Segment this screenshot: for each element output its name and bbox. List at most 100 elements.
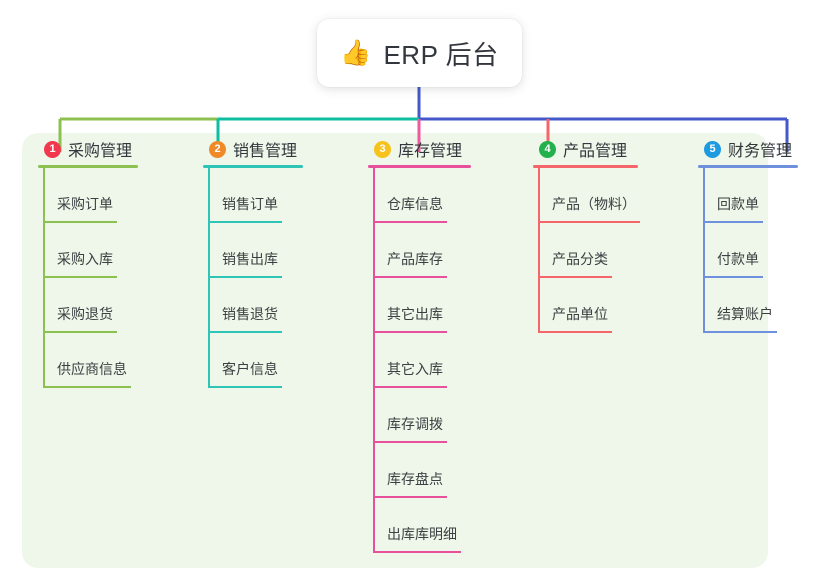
branch-item-label: 产品（物料） <box>552 196 636 212</box>
thumbs-up-icon: 👍 <box>340 38 372 67</box>
branch-item[interactable]: 采购入库 <box>43 223 193 278</box>
branch-item-list: 回款单付款单结算账户 <box>703 168 839 333</box>
branch-item-underline <box>703 276 763 278</box>
branch-spine <box>538 168 540 333</box>
branch-item[interactable]: 其它出库 <box>373 278 523 333</box>
branch-item-list: 采购订单采购入库采购退货供应商信息 <box>43 168 193 388</box>
branch-spine <box>703 168 705 333</box>
branch-columns: 1 采购管理采购订单采购入库采购退货供应商信息 2 销售管理销售订单销售出库销售退货客… <box>22 133 798 568</box>
branch-number-badge: 1 <box>44 140 61 158</box>
branch-item[interactable]: 销售订单 <box>208 168 358 223</box>
branch-item-list: 产品（物料） 产品分类产品单位 <box>538 168 688 333</box>
branch-header-5[interactable]: 5 财务管理 <box>693 133 839 165</box>
branch-item-label: 出库库明细 <box>387 526 457 542</box>
branch-item[interactable]: 产品单位 <box>538 278 688 333</box>
branch-column-5: 5 财务管理回款单付款单结算账户 <box>693 133 839 333</box>
branch-title: 采购管理 <box>68 143 133 160</box>
root-title: ERP 后台 <box>383 39 499 70</box>
branch-item-label: 客户信息 <box>222 361 278 377</box>
branch-item-underline <box>703 331 777 333</box>
branch-item-list: 仓库信息产品库存其它出库其它入库库存调拨库存盘点出库库明细 <box>373 168 523 553</box>
branch-item-underline <box>538 276 612 278</box>
branch-item-label: 仓库信息 <box>387 196 443 212</box>
branch-item-label: 产品单位 <box>552 306 608 322</box>
branch-column-2: 2 销售管理销售订单销售出库销售退货客户信息 <box>198 133 358 388</box>
branch-item[interactable]: 产品分类 <box>538 223 688 278</box>
content-panel <box>22 133 768 568</box>
branch-item[interactable]: 库存盘点 <box>373 443 523 498</box>
branch-item-label: 其它出库 <box>387 306 443 322</box>
branch-item-underline <box>208 276 282 278</box>
branch-item-list: 销售订单销售出库销售退货客户信息 <box>208 168 358 388</box>
branch-rule <box>698 165 798 168</box>
branch-number-badge: 4 <box>539 140 556 158</box>
branch-number-badge: 3 <box>374 140 391 158</box>
branch-item-underline <box>373 331 447 333</box>
branch-title: 财务管理 <box>728 143 793 160</box>
branch-item-label: 结算账户 <box>717 306 773 322</box>
branch-item-label: 供应商信息 <box>57 361 127 377</box>
branch-rule <box>533 165 638 168</box>
branch-item-label: 采购退货 <box>57 306 113 322</box>
branch-item-label: 采购入库 <box>57 251 113 267</box>
branch-item[interactable]: 客户信息 <box>208 333 358 388</box>
branch-item-underline <box>208 331 282 333</box>
branch-column-1: 1 采购管理采购订单采购入库采购退货供应商信息 <box>33 133 193 388</box>
branch-item-label: 库存调拨 <box>387 416 443 432</box>
branch-item-label: 销售订单 <box>222 196 278 212</box>
branch-spine <box>208 168 210 388</box>
root-title-card[interactable]: 👍 ERP 后台 <box>317 19 522 87</box>
branch-number-badge: 2 <box>209 140 226 158</box>
branch-item-underline <box>43 221 117 223</box>
branch-title: 产品管理 <box>563 143 628 160</box>
branch-item-label: 采购订单 <box>57 196 113 212</box>
branch-item[interactable]: 销售退货 <box>208 278 358 333</box>
branch-item[interactable]: 付款单 <box>703 223 839 278</box>
branch-item[interactable]: 结算账户 <box>703 278 839 333</box>
branch-item-underline <box>373 441 447 443</box>
branch-rule <box>203 165 303 168</box>
branch-item-underline <box>373 386 447 388</box>
branch-header-2[interactable]: 2 销售管理 <box>198 133 358 165</box>
branch-item[interactable]: 出库库明细 <box>373 498 523 553</box>
branch-header-4[interactable]: 4 产品管理 <box>528 133 688 165</box>
branch-item[interactable]: 供应商信息 <box>43 333 193 388</box>
branch-item[interactable]: 回款单 <box>703 168 839 223</box>
branch-item-label: 付款单 <box>717 251 759 267</box>
branch-item-underline <box>538 331 612 333</box>
branch-item-underline <box>43 276 117 278</box>
branch-rule <box>368 165 471 168</box>
branch-header-3[interactable]: 3 库存管理 <box>363 133 523 165</box>
branch-item-label: 产品分类 <box>552 251 608 267</box>
branch-spine <box>43 168 45 388</box>
branch-title: 销售管理 <box>233 143 298 160</box>
branch-item-label: 产品库存 <box>387 251 443 267</box>
branch-item-underline <box>43 331 117 333</box>
branch-item-underline <box>43 386 131 388</box>
branch-header-1[interactable]: 1 采购管理 <box>33 133 193 165</box>
branch-item-underline <box>373 221 447 223</box>
branch-item-label: 销售退货 <box>222 306 278 322</box>
branch-item-underline <box>373 496 447 498</box>
branch-item-label: 其它入库 <box>387 361 443 377</box>
branch-item[interactable]: 其它入库 <box>373 333 523 388</box>
branch-title: 库存管理 <box>398 143 463 160</box>
branch-item[interactable]: 采购订单 <box>43 168 193 223</box>
branch-item[interactable]: 产品（物料） <box>538 168 688 223</box>
branch-item-label: 销售出库 <box>222 251 278 267</box>
branch-item[interactable]: 产品库存 <box>373 223 523 278</box>
branch-number-badge: 5 <box>704 140 721 158</box>
branch-rule <box>38 165 138 168</box>
branch-item-underline <box>703 221 763 223</box>
branch-item[interactable]: 采购退货 <box>43 278 193 333</box>
branch-item[interactable]: 销售出库 <box>208 223 358 278</box>
branch-item-label: 库存盘点 <box>387 471 443 487</box>
branch-item[interactable]: 仓库信息 <box>373 168 523 223</box>
branch-item[interactable]: 库存调拨 <box>373 388 523 443</box>
branch-item-underline <box>538 221 640 223</box>
branch-item-underline <box>208 386 282 388</box>
branch-column-3: 3 库存管理仓库信息产品库存其它出库其它入库库存调拨库存盘点出库库明细 <box>363 133 523 553</box>
branch-item-underline <box>373 551 461 553</box>
branch-item-underline <box>373 276 447 278</box>
